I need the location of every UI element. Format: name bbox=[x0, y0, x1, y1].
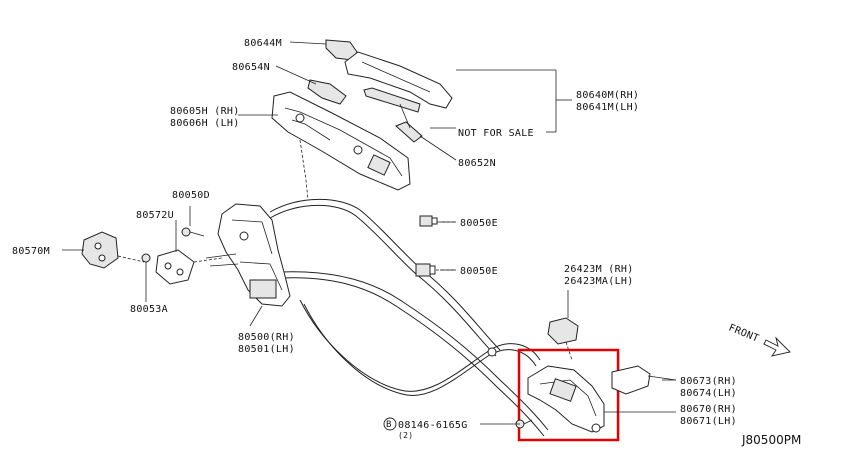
label-bolt-code: 08146-6165G bbox=[398, 420, 468, 431]
striker-hole-icon bbox=[98, 254, 106, 262]
label-26423m: 26423M (RH) bbox=[564, 264, 634, 275]
label-bolt-qty: (2) bbox=[398, 431, 413, 440]
label-bolt-circle: B bbox=[386, 420, 392, 430]
label-80606h: 80606H (LH) bbox=[170, 118, 240, 129]
label-80644m: 80644M bbox=[244, 38, 282, 49]
label-80673: 80673(RH) bbox=[680, 376, 737, 387]
label-80501: 80501(LH) bbox=[238, 344, 295, 355]
diagram-id: J80500PM bbox=[741, 433, 801, 447]
label-80572u: 80572U bbox=[136, 210, 174, 221]
handle-hole-icon bbox=[591, 423, 601, 433]
label-front: FRONT bbox=[727, 323, 760, 345]
inside-handle-lever bbox=[549, 378, 577, 402]
shim-part bbox=[155, 249, 195, 285]
cable-end-icon bbox=[487, 347, 497, 357]
label-80652n: 80652N bbox=[458, 158, 496, 169]
striker-hole-icon bbox=[94, 242, 102, 250]
lock-motor-block bbox=[249, 279, 277, 299]
bracket-hole-icon bbox=[353, 145, 363, 155]
front-arrow-icon bbox=[763, 336, 791, 357]
label-80500: 80500(RH) bbox=[238, 332, 295, 343]
label-80050e-upper: 80050E bbox=[460, 218, 498, 229]
gasket-part bbox=[363, 87, 421, 113]
bracket-block bbox=[367, 154, 391, 176]
label-not-for-sale: NOT FOR SALE bbox=[458, 128, 534, 139]
bracket-hole-icon bbox=[295, 113, 305, 123]
bolt-circle-icon bbox=[383, 417, 397, 431]
striker-part bbox=[81, 231, 119, 269]
inside-handle-escutcheon-part bbox=[611, 365, 651, 395]
lamp-part bbox=[547, 317, 579, 345]
label-80674: 80674(LH) bbox=[680, 388, 737, 399]
lock-hole-icon bbox=[239, 231, 249, 241]
clip-part bbox=[415, 263, 436, 277]
shim-hole-icon bbox=[176, 268, 184, 276]
label-26423ma: 26423MA(LH) bbox=[564, 276, 634, 287]
seal-part bbox=[395, 121, 423, 143]
clip-part bbox=[419, 215, 438, 227]
highlight-box bbox=[517, 348, 620, 442]
control-cable-lower bbox=[279, 271, 549, 431]
label-80654n: 80654N bbox=[232, 62, 270, 73]
screw-icon bbox=[141, 253, 151, 272]
escutcheon-part bbox=[307, 79, 347, 105]
label-80671: 80671(LH) bbox=[680, 416, 737, 427]
shim-hole-icon bbox=[164, 262, 172, 270]
control-cable-upper bbox=[269, 198, 501, 351]
handle-bracket-part bbox=[271, 91, 411, 191]
label-80053a: 80053A bbox=[130, 304, 168, 315]
label-80050e-lower: 80050E bbox=[460, 266, 498, 277]
label-80640m: 80640M(RH) bbox=[576, 90, 639, 101]
label-80570m: 80570M bbox=[12, 246, 50, 257]
label-80641m: 80641M(LH) bbox=[576, 102, 639, 113]
screw-icon bbox=[181, 227, 205, 237]
label-80050d: 80050D bbox=[172, 190, 210, 201]
label-80605h: 80605H (RH) bbox=[170, 106, 240, 117]
label-80670: 80670(RH) bbox=[680, 404, 737, 415]
